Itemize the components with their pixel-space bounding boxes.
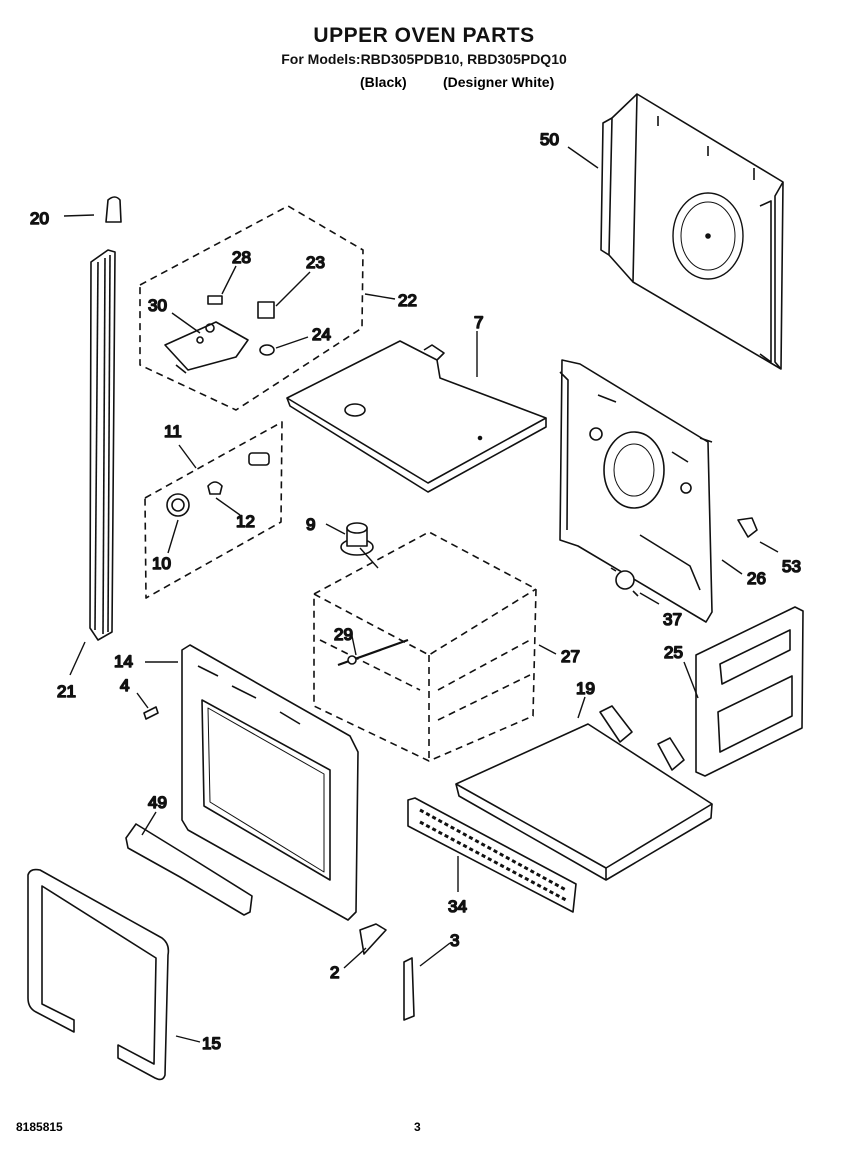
callout-12: 12: [236, 512, 255, 531]
callout-27: 27: [561, 647, 580, 666]
part-20-trim-cap: [105, 196, 122, 223]
callout-24: 24: [312, 325, 331, 344]
callout-4: 4: [120, 676, 129, 695]
callout-23: 23: [306, 253, 325, 272]
callout-3: 3: [450, 931, 459, 950]
callout-26: 26: [747, 569, 766, 588]
part-37-thermostat: [610, 567, 639, 597]
callout-2: 2: [330, 963, 339, 982]
part-2-bracket: [359, 923, 387, 955]
callout-19: 19: [576, 679, 595, 698]
callout-29: 29: [334, 625, 353, 644]
callout-50: 50: [540, 130, 559, 149]
callout-15: 15: [202, 1034, 221, 1053]
part-7-top-shield: [286, 340, 547, 493]
part-29-element: [337, 638, 409, 667]
part-9-fan-motor: [340, 522, 374, 556]
page-number: 3: [414, 1120, 421, 1134]
part-19-bottom-panel: [455, 705, 713, 881]
parts-10-11-12: [166, 452, 270, 517]
callout-34: 34: [448, 897, 467, 916]
parts-10-12-outline: [144, 421, 283, 599]
callout-21: 21: [57, 682, 76, 701]
callout-30: 30: [148, 296, 167, 315]
diagram-title: UPPER OVEN PARTS: [313, 24, 535, 47]
callout-25: 25: [664, 643, 683, 662]
part-22-assembly-outline: [139, 205, 364, 411]
callout-11: 11: [164, 422, 182, 441]
document-number: 8185815: [16, 1120, 63, 1134]
part-14-front-frame: [181, 644, 359, 921]
part-4-screw: [143, 706, 159, 720]
callout-22: 22: [398, 291, 417, 310]
callout-9: 9: [306, 515, 315, 534]
parts-22-components: [164, 295, 275, 374]
part-50-rear-panel: [600, 93, 784, 370]
part-53-clip: [737, 517, 758, 538]
part-27-oven-liner: [313, 531, 537, 762]
part-26-fan-baffle: [559, 359, 713, 623]
part-15-door-gasket: [27, 868, 170, 1081]
part-34-vent-grille: [407, 797, 577, 913]
variant-black-label: (Black): [360, 74, 407, 90]
callout-37: 37: [663, 610, 682, 629]
part-21-side-trim: [89, 249, 116, 641]
callout-49: 49: [148, 793, 167, 812]
callout-53: 53: [782, 557, 801, 576]
leader-lines: [63, 146, 779, 1043]
callout-20: 20: [30, 209, 49, 228]
variant-white-label: (Designer White): [443, 74, 555, 90]
model-numbers: For Models:RBD305PDB10, RBD305PDQ10: [281, 51, 567, 67]
callout-14: 14: [114, 652, 133, 671]
callout-10: 10: [152, 554, 171, 573]
part-49-bracket: [125, 823, 253, 916]
part-25-side-panel: [695, 606, 804, 777]
part-3-bracket: [403, 957, 415, 1021]
callout-7: 7: [474, 313, 483, 332]
callout-28: 28: [232, 248, 251, 267]
